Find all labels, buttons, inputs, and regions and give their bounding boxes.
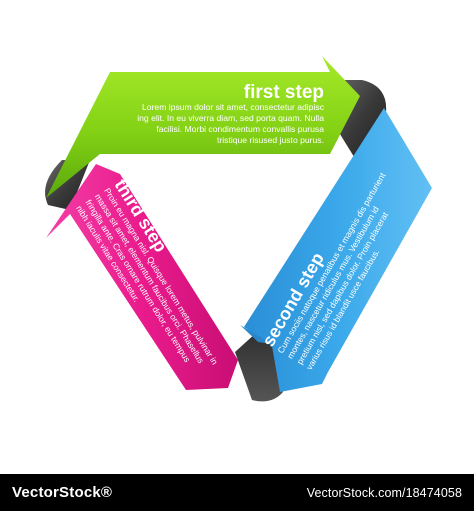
- first-step-line-3: facilisi. Morbi condimentum convallis pu…: [156, 124, 324, 134]
- steps-diagram: first step Lorem ipsum dolor sit amet, c…: [45, 56, 432, 402]
- first-step-line-2: ing elit. In eu viverra diam, sed porta …: [137, 113, 324, 123]
- footer-url: VectorStock.com/18474058: [306, 485, 462, 500]
- footer-brand: VectorStock®: [12, 484, 113, 501]
- second-step-ribbon: [240, 108, 432, 392]
- third-step-ribbon: [46, 164, 238, 390]
- fold-left: [45, 160, 90, 210]
- first-step-line-4: tristique risused justo purus.: [217, 135, 324, 145]
- first-step-text: first step Lorem ipsum dolor sit amet, c…: [137, 82, 324, 145]
- first-step-line-1: Lorem ipsum dolor sit amet, consectetur …: [142, 102, 325, 112]
- third-step-text: third step Proin eu magna nisl. Quisque …: [74, 176, 220, 367]
- footer-bar: VectorStock® VectorStock.com/18474058: [0, 474, 474, 511]
- first-step-ribbon: [46, 56, 360, 198]
- first-step-title: first step: [244, 82, 324, 103]
